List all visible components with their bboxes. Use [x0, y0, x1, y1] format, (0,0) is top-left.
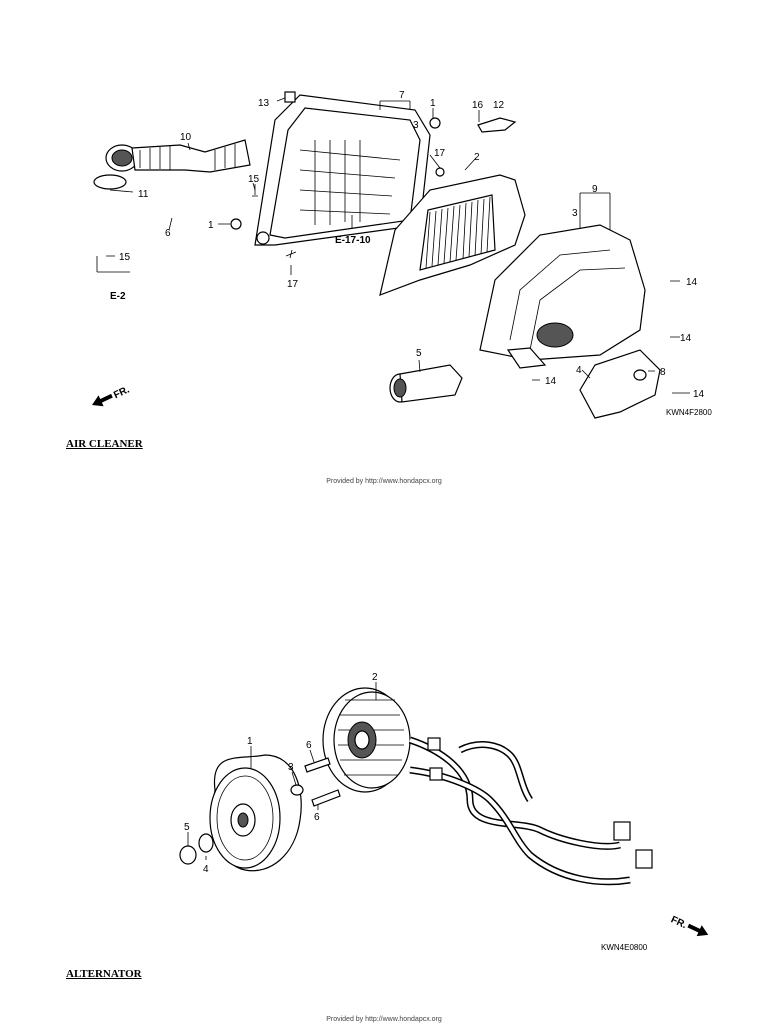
- callout-9: 9: [592, 184, 598, 195]
- callout-13: 13: [258, 98, 270, 109]
- callout-12: 12: [493, 100, 505, 111]
- alt-callout-6b: 6: [314, 812, 320, 823]
- flywheel: [209, 754, 302, 872]
- alt-callout-1: 1: [247, 736, 253, 747]
- callout-3b: 3: [572, 208, 578, 219]
- grommet: [429, 767, 443, 781]
- callout-14d: 14: [693, 389, 705, 400]
- air-cleaner-case: [254, 94, 431, 246]
- air-cleaner-cover: [479, 224, 646, 369]
- dowel-pin: [290, 784, 304, 796]
- air-cleaner-illustration: 13 7 1 3 16 12 10 17 2 15 11 9 3 6 1 15 …: [92, 90, 712, 419]
- provided-by-text: Provided by http://www.hondapcx.org: [326, 478, 442, 485]
- svg-text:FR.: FR.: [669, 914, 688, 931]
- callout-17: 17: [434, 148, 446, 159]
- callout-3: 3: [413, 120, 419, 131]
- callout-1b: 1: [208, 220, 214, 231]
- section-title-air-cleaner: AIR CLEANER: [66, 438, 143, 450]
- provided-by-text: Provided by http://www.hondapcx.org: [326, 1016, 442, 1023]
- callout-7: 7: [399, 90, 405, 101]
- clamp: [93, 174, 127, 190]
- screw: [435, 167, 445, 177]
- front-arrow-icon: FR.: [92, 384, 132, 407]
- drain-plug: [477, 117, 517, 133]
- duct: [389, 364, 463, 403]
- callout-8: 8: [660, 367, 666, 378]
- callout-5: 5: [416, 348, 422, 359]
- connector: [635, 849, 653, 869]
- alt-callout-3: 3: [288, 762, 294, 773]
- washer: [198, 833, 214, 853]
- svg-text:FR.: FR.: [112, 384, 131, 401]
- alt-callout-5: 5: [184, 822, 190, 833]
- bolt: [304, 757, 331, 773]
- small-cover: [579, 349, 661, 419]
- ref-e-17-10: E-17-10: [335, 235, 371, 246]
- callout-2: 2: [474, 152, 480, 163]
- callout-10: 10: [180, 132, 192, 143]
- diagram-code: KWN4F2800: [666, 408, 712, 417]
- callout-1: 1: [430, 98, 436, 109]
- ref-e-2: E-2: [110, 291, 126, 302]
- callout-14: 14: [686, 277, 698, 288]
- clip: [284, 91, 296, 103]
- intake-duct: [105, 139, 251, 173]
- air-cleaner-diagram: 13 7 1 3 16 12 10 17 2 15 11 9 3 6 1 15 …: [0, 0, 768, 500]
- grommet: [230, 218, 242, 230]
- callout-15: 15: [248, 174, 260, 185]
- grommet: [429, 117, 441, 129]
- alt-callout-2: 2: [372, 672, 378, 683]
- callout-11: 11: [138, 189, 149, 200]
- bolt: [285, 249, 297, 259]
- grommet: [427, 737, 441, 751]
- callout-15b: 15: [119, 252, 131, 263]
- alt-callout-4: 4: [203, 864, 209, 875]
- callout-14b: 14: [680, 333, 692, 344]
- callout-17b: 17: [287, 279, 299, 290]
- section-title-alternator: ALTERNATOR: [66, 968, 142, 980]
- connector: [613, 821, 631, 841]
- alternator-diagram: 2 1 6 3 6 5 4 FR. KWN4E0800: [0, 500, 768, 1024]
- bolt: [311, 789, 341, 807]
- nut: [179, 845, 197, 865]
- callout-16: 16: [472, 100, 484, 111]
- stator: [322, 687, 411, 793]
- filter-element: [419, 194, 496, 271]
- front-arrow-icon: FR.: [669, 914, 709, 937]
- diagram-code: KWN4E0800: [601, 943, 648, 952]
- alt-callout-6: 6: [306, 740, 312, 751]
- alternator-illustration: 2 1 6 3 6 5 4 FR. KWN4E0800: [179, 672, 709, 952]
- callout-14c: 14: [545, 376, 557, 387]
- callout-4: 4: [576, 365, 582, 376]
- callout-6: 6: [165, 228, 171, 239]
